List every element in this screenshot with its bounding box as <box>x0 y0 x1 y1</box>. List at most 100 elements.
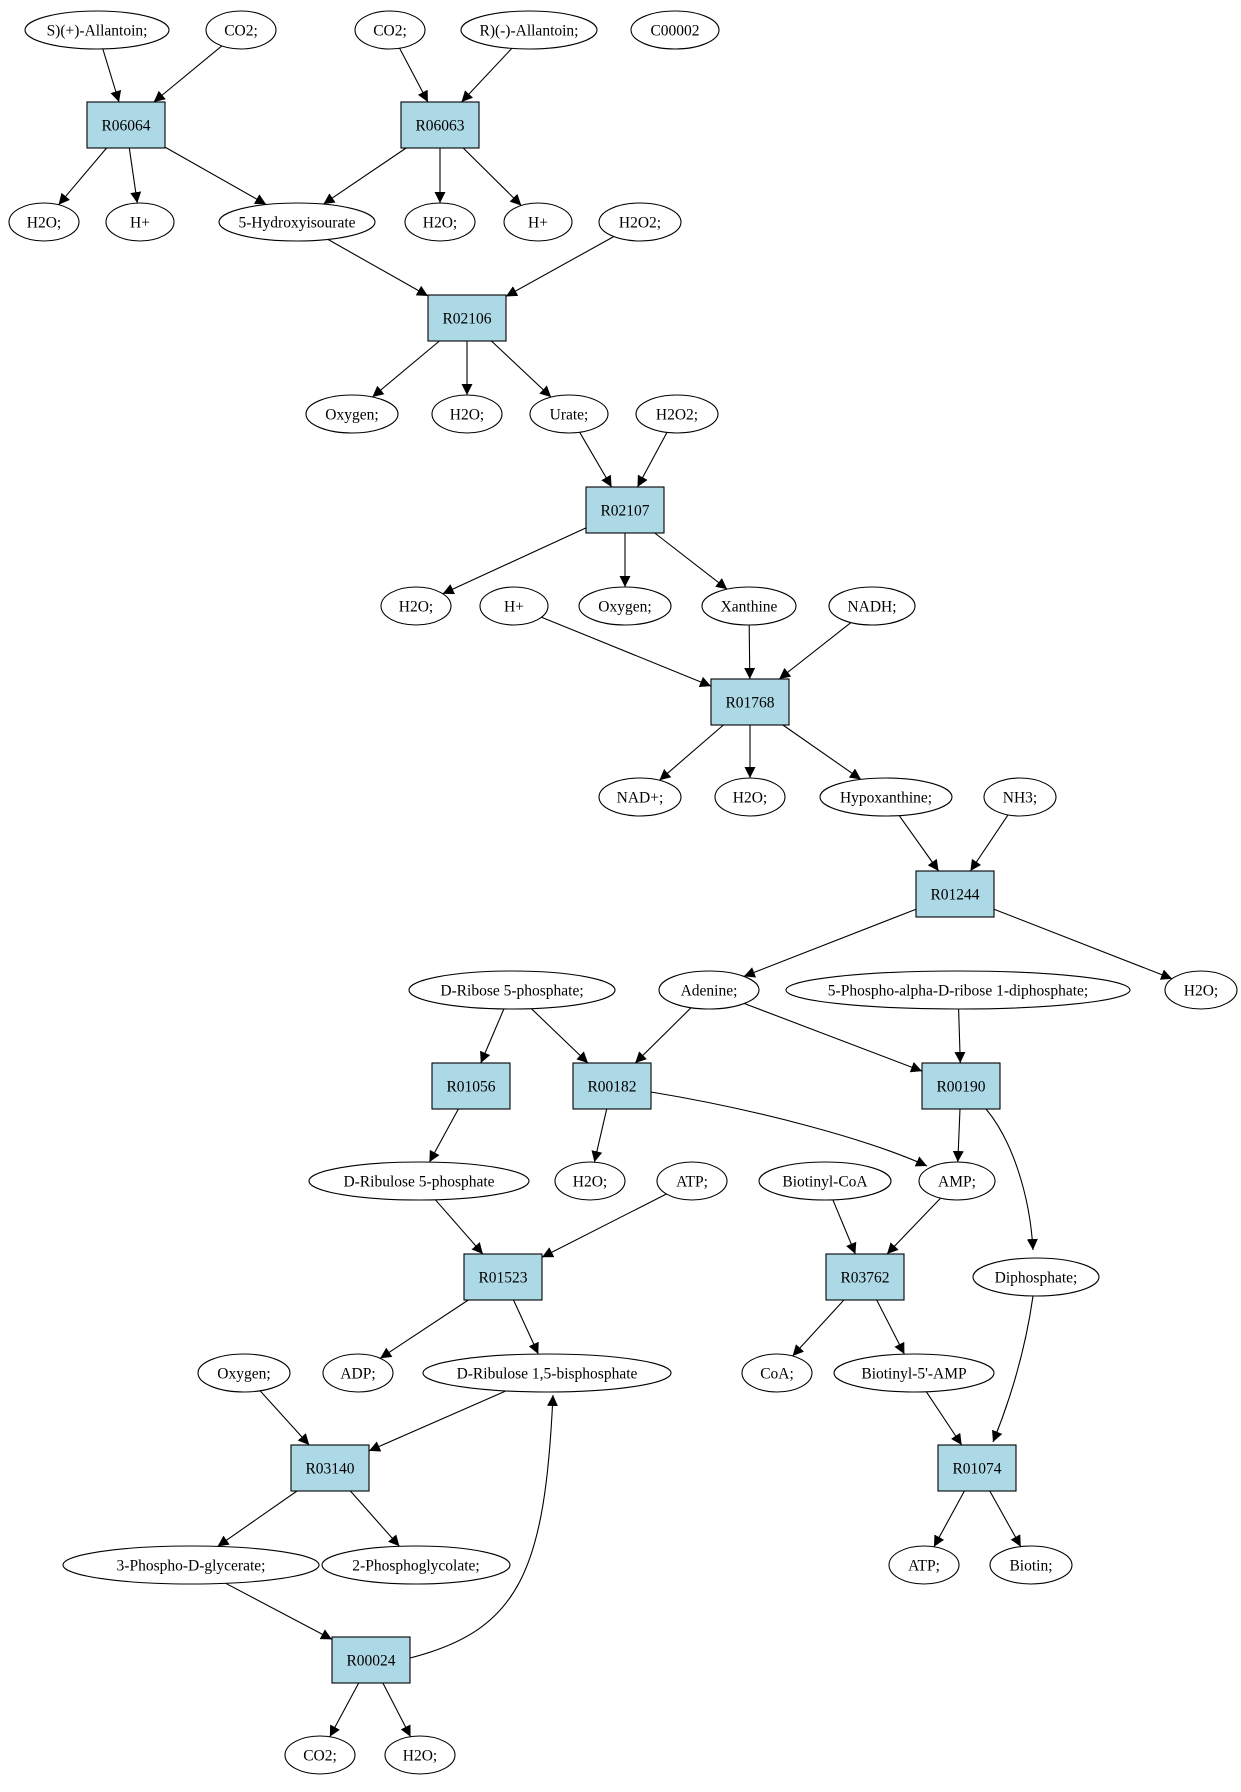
compound-ellipse <box>598 777 682 817</box>
edge-co2_a-to-R06064 <box>153 45 223 103</box>
reaction-box <box>86 101 166 149</box>
reaction-node-r02107[interactable]: R02107 <box>585 486 665 534</box>
compound-label: Adenine; <box>681 983 738 1000</box>
compound-ellipse <box>918 1161 996 1201</box>
compound-label: CO2; <box>373 23 407 40</box>
reaction-node-r00182[interactable]: R00182 <box>572 1062 652 1110</box>
edge-xanthine-to-R01768 <box>744 624 756 680</box>
reaction-box <box>427 294 507 342</box>
reaction-label: R01074 <box>952 1461 1001 1478</box>
compound-node-nadh[interactable]: NADH; <box>828 586 916 626</box>
compound-node-biotinyl5amp[interactable]: Biotinyl-5'-AMP <box>833 1353 995 1393</box>
compound-node-biotin[interactable]: Biotin; <box>989 1545 1073 1585</box>
compound-node-h2o-a[interactable]: H2O; <box>8 202 80 242</box>
compound-node-diphosphate[interactable]: Diphosphate; <box>972 1257 1100 1297</box>
compound-node-h2o-d[interactable]: H2O; <box>380 586 452 626</box>
compound-node-h2o-b[interactable]: H2O; <box>404 202 476 242</box>
compound-node-amp[interactable]: AMP; <box>918 1161 996 1201</box>
compound-node-co2-a[interactable]: CO2; <box>205 10 277 50</box>
compound-node-hplus-b[interactable]: H+ <box>503 202 573 242</box>
compound-node-hplus-a[interactable]: H+ <box>105 202 175 242</box>
reaction-node-r00190[interactable]: R00190 <box>921 1062 1001 1110</box>
compound-ellipse <box>479 586 549 626</box>
reaction-label: R01244 <box>930 887 979 904</box>
compound-label: H2O2; <box>656 407 698 424</box>
compound-ellipse <box>714 777 786 817</box>
compound-ellipse <box>598 202 682 242</box>
edge-layer <box>58 45 1173 1738</box>
compound-ellipse <box>384 1735 456 1775</box>
edge-h2o2_b-to-R02107 <box>637 432 668 488</box>
compound-node-h2o-h[interactable]: H2O; <box>384 1735 456 1775</box>
compound-node-adenine[interactable]: Adenine; <box>658 970 760 1010</box>
compound-node-rubp[interactable]: D-Ribulose 1,5-bisphosphate <box>422 1353 672 1393</box>
compound-label: CO2; <box>303 1748 337 1765</box>
compound-node-co2-b[interactable]: CO2; <box>354 10 426 50</box>
reaction-node-r01056[interactable]: R01056 <box>431 1062 511 1110</box>
compound-node-ribulose5p[interactable]: D-Ribulose 5-phosphate <box>308 1161 530 1201</box>
reaction-label: R01523 <box>478 1270 527 1287</box>
compound-label: H2O; <box>403 1748 437 1765</box>
compound-node-hydroxyisourate[interactable]: 5-Hydroxyisourate <box>218 202 376 242</box>
compound-ellipse <box>308 1161 530 1201</box>
compound-node-oxygen-a[interactable]: Oxygen; <box>305 394 399 434</box>
compound-label: Hypoxanthine; <box>840 790 932 807</box>
compound-node-nadplus[interactable]: NAD+; <box>598 777 682 817</box>
reaction-label: R02106 <box>442 311 491 328</box>
edge-biotinyl5amp-to-R01074 <box>925 1391 963 1446</box>
compound-label: H2O; <box>423 215 457 232</box>
compound-node-h2o-c[interactable]: H2O; <box>431 394 503 434</box>
edge-R00024-to-h2o_h <box>382 1682 412 1737</box>
reaction-box <box>572 1062 652 1110</box>
reaction-node-r01523[interactable]: R01523 <box>463 1253 543 1301</box>
compound-ellipse <box>819 777 953 817</box>
compound-node-h2o2-b[interactable]: H2O2; <box>635 394 719 434</box>
compound-node-hypoxanthine[interactable]: Hypoxanthine; <box>819 777 953 817</box>
compound-label: D-Ribulose 5-phosphate <box>343 1174 494 1191</box>
compound-node-urate[interactable]: Urate; <box>529 394 609 434</box>
compound-label: Biotinyl-CoA <box>782 1174 868 1191</box>
compound-node-nh3[interactable]: NH3; <box>983 777 1057 817</box>
compound-node-oxygen-c[interactable]: Oxygen; <box>197 1353 291 1393</box>
compound-node-co2-c[interactable]: CO2; <box>284 1735 356 1775</box>
compound-node-xanthine[interactable]: Xanthine <box>701 586 797 626</box>
reaction-node-r03762[interactable]: R03762 <box>825 1253 905 1301</box>
compound-node-pga3[interactable]: 3-Phospho-D-glycerate; <box>62 1545 320 1585</box>
reaction-node-r03140[interactable]: R03140 <box>290 1444 370 1492</box>
compound-node-coa[interactable]: CoA; <box>741 1353 813 1393</box>
edge-R03762-to-coa <box>792 1299 845 1357</box>
compound-node-prpp[interactable]: 5-Phospho-alpha-D-ribose 1-diphosphate; <box>785 970 1131 1010</box>
compound-node-h2o-g[interactable]: H2O; <box>554 1161 626 1201</box>
compound-node-s-allantoin[interactable]: S)(+)-Allantoin; <box>24 10 170 50</box>
compound-node-ribose5p[interactable]: D-Ribose 5-phosphate; <box>408 970 616 1010</box>
compound-node-biotinylcoa[interactable]: Biotinyl-CoA <box>758 1161 892 1201</box>
edge-R02106-to-oxygen_a <box>372 340 440 398</box>
reaction-node-r01768[interactable]: R01768 <box>710 678 790 726</box>
compound-ellipse <box>205 10 277 50</box>
compound-node-c00002[interactable]: C00002 <box>630 10 720 50</box>
compound-ellipse <box>431 394 503 434</box>
reaction-node-r06063[interactable]: R06063 <box>400 101 480 149</box>
compound-node-adp[interactable]: ADP; <box>322 1353 394 1393</box>
reaction-node-r01244[interactable]: R01244 <box>915 870 995 918</box>
compound-node-hplus-c[interactable]: H+ <box>479 586 549 626</box>
compound-node-atp-b[interactable]: ATP; <box>888 1545 960 1585</box>
reaction-node-r00024[interactable]: R00024 <box>331 1636 411 1684</box>
compound-node-r-allantoin[interactable]: R)(-)-Allantoin; <box>460 10 598 50</box>
compound-node-h2o-f[interactable]: H2O; <box>1164 970 1238 1010</box>
reaction-node-r01074[interactable]: R01074 <box>937 1444 1017 1492</box>
compound-ellipse <box>197 1353 291 1393</box>
compound-node-h2o2-a[interactable]: H2O2; <box>598 202 682 242</box>
compound-label: Oxygen; <box>598 599 651 616</box>
reaction-label: R00190 <box>936 1079 985 1096</box>
edge-adenine-to-R00190 <box>744 1002 923 1073</box>
compound-node-atp-a[interactable]: ATP; <box>656 1161 728 1201</box>
compound-node-pglycolate[interactable]: 2-Phosphoglycolate; <box>321 1545 511 1585</box>
compound-node-oxygen-b[interactable]: Oxygen; <box>578 586 672 626</box>
reaction-label: R03140 <box>305 1461 354 1478</box>
reaction-node-r06064[interactable]: R06064 <box>86 101 166 149</box>
reaction-node-r02106[interactable]: R02106 <box>427 294 507 342</box>
compound-node-h2o-e[interactable]: H2O; <box>714 777 786 817</box>
compound-ellipse <box>8 202 80 242</box>
